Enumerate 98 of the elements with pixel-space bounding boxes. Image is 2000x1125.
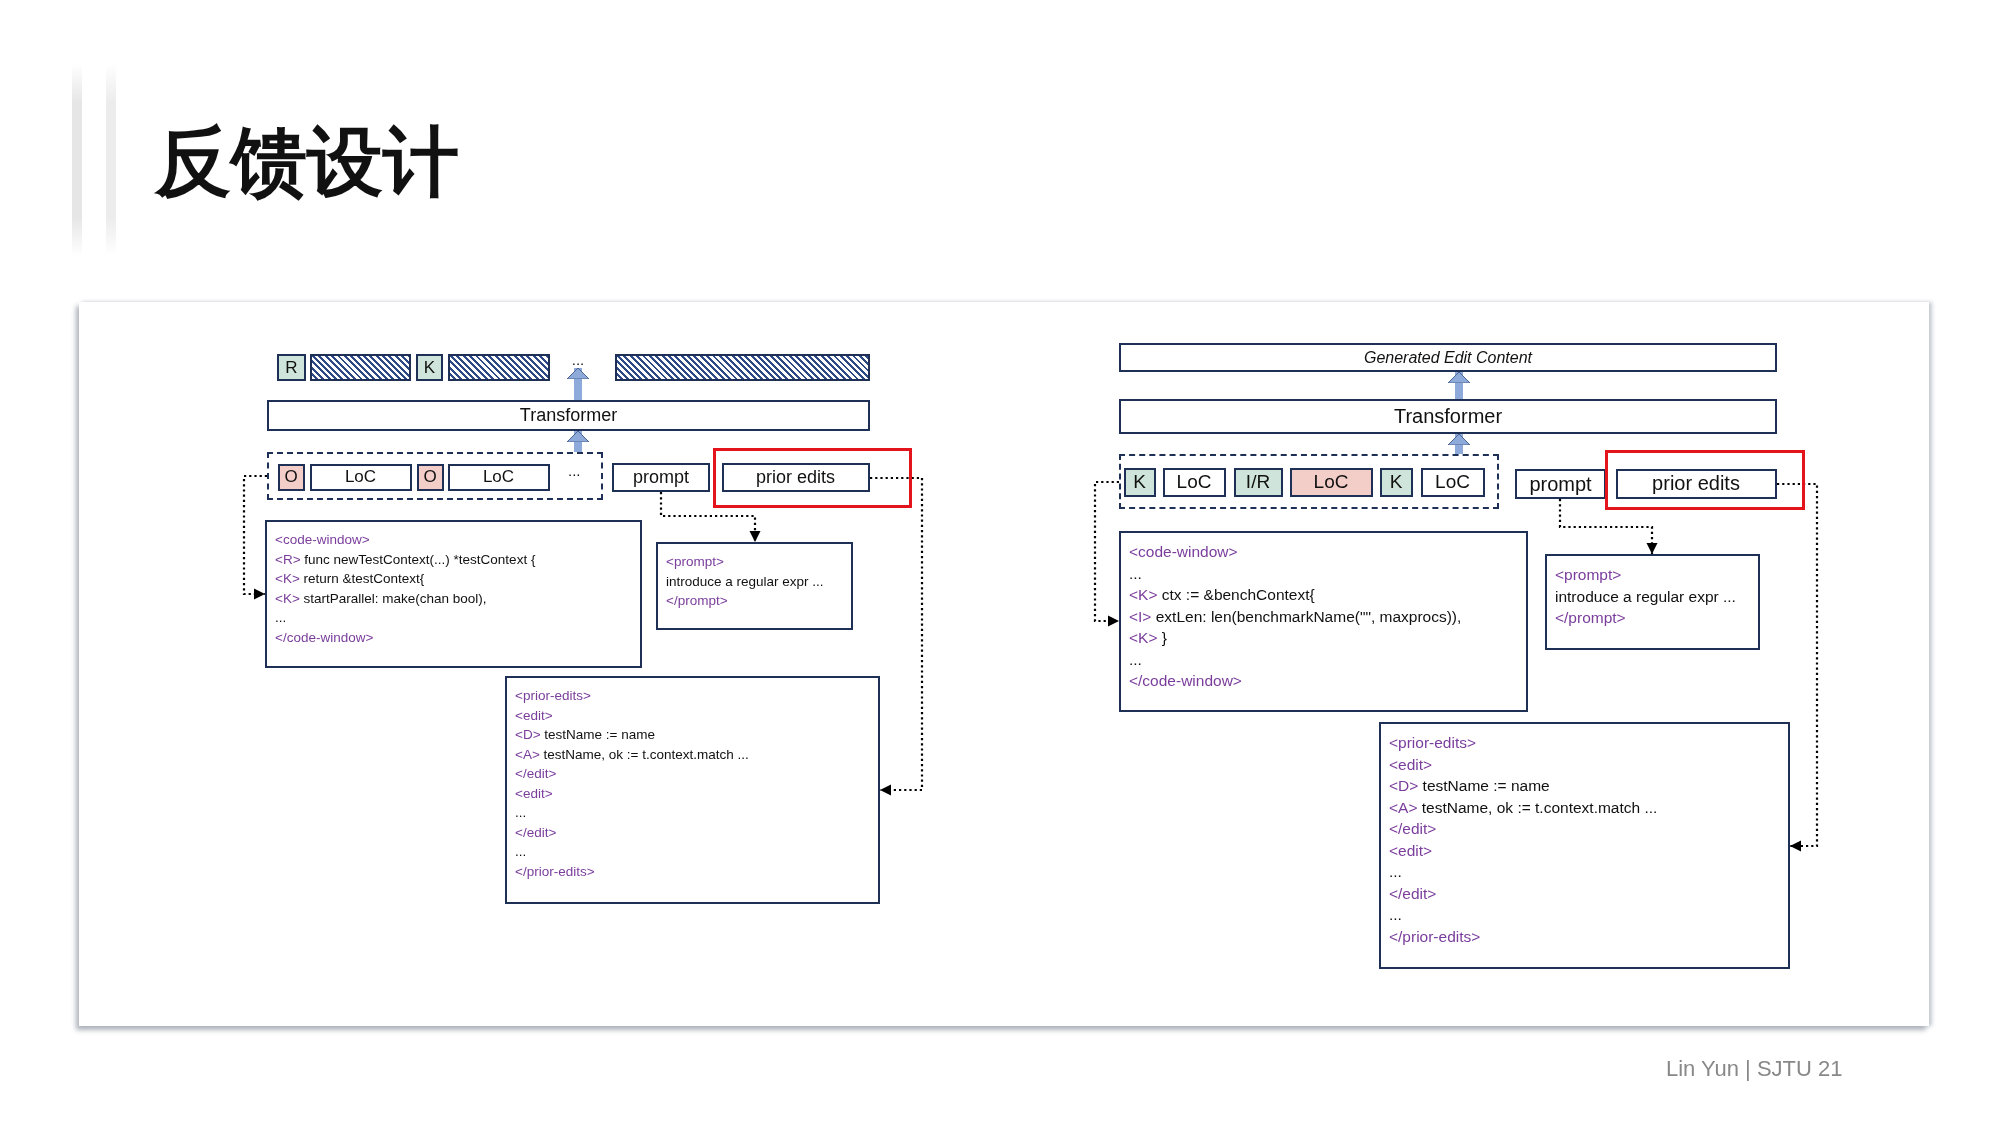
code-line: <edit>: [515, 784, 553, 803]
code-line: ...: [275, 609, 287, 627]
code-line: <code-window>: [275, 531, 370, 549]
dashed-group-box: [267, 452, 603, 500]
token-label: R: [285, 357, 298, 378]
code-line: <D> testName := name: [515, 726, 655, 744]
hatched-bar: [448, 354, 550, 381]
code-line: </prior-edits>: [515, 862, 595, 881]
code-line: </edit>: [1389, 819, 1437, 839]
token-label: LoC: [482, 467, 515, 487]
code-line: ...: [1129, 649, 1142, 670]
token-label: K: [423, 357, 436, 378]
input-box: [612, 463, 710, 492]
box-label: Transformer: [519, 405, 618, 426]
token-box: [416, 354, 443, 381]
code-line: <edit>: [1389, 754, 1433, 775]
code-line: </prompt>: [1555, 608, 1626, 628]
code-line: <prompt>: [1555, 565, 1622, 585]
token-label: LoC: [1435, 471, 1470, 493]
code-line: <edit>: [1389, 840, 1433, 861]
dashed-group-box: [1119, 454, 1499, 509]
block-arrow: [1447, 371, 1471, 399]
block-arrow: [1447, 433, 1471, 454]
token-box: [277, 354, 306, 381]
code-line: </prior-edits>: [1389, 926, 1481, 947]
code-line: ...: [1129, 563, 1142, 584]
code-line: <A> testName, ok := t.context.match ...: [1389, 797, 1658, 818]
code-line: </code-window>: [1129, 671, 1242, 691]
code-line: <I> extLen: len(benchmarkName("", maxprocs)),: [1129, 606, 1462, 627]
transformer-box: [1119, 399, 1777, 434]
prompt-box: [656, 542, 853, 630]
box-label: prior edits: [756, 466, 835, 488]
dotted-arrow: [870, 476, 924, 796]
code-line: <edit>: [515, 706, 553, 725]
input-box: [1515, 469, 1606, 499]
token-label: LoC: [1176, 471, 1212, 493]
code-line: ...: [515, 804, 527, 822]
code-line: <prompt>: [666, 553, 724, 571]
prompt-box: [1545, 554, 1760, 650]
slide-title: 反馈设计: [155, 116, 459, 208]
dotted-arrow: [1777, 482, 1819, 852]
input-box: [1615, 468, 1777, 499]
token-box: [1289, 467, 1373, 497]
code-line: </edit>: [1389, 883, 1437, 904]
dotted-arrow: [1558, 499, 1658, 554]
token-label: O: [423, 467, 437, 487]
box-label: Generated Edit Content: [1363, 348, 1533, 367]
code-line: </code-window>: [275, 628, 374, 647]
output-box: [1119, 343, 1777, 372]
code-line: <R> func newTestContext(...) *testContext {: [275, 550, 536, 569]
code-line: </prompt>: [666, 592, 728, 610]
box-label: prior edits: [1652, 472, 1740, 495]
token-label: LoC: [1313, 471, 1349, 493]
token-label: O: [284, 467, 298, 487]
code-line: introduce a regular expr ...: [666, 572, 824, 591]
code-line: ...: [515, 843, 527, 861]
token-label: LoC: [344, 467, 377, 487]
token-label: I/R: [1245, 471, 1271, 493]
code-line: introduce a regular expr ...: [1555, 586, 1736, 607]
prior-edits-box: [505, 676, 880, 904]
dotted-arrow: [659, 492, 761, 542]
code-line: <K> startParallel: make(chan bool),: [275, 589, 487, 608]
footer-text: Lin Yun | SJTU 21: [1666, 1056, 1843, 1082]
hatched-bar: [615, 354, 870, 381]
highlight-frame: [1605, 450, 1805, 510]
code-line: <K> }: [1129, 628, 1167, 648]
token-box: [1420, 467, 1485, 497]
dotted-arrow: [1093, 480, 1119, 627]
token-box: [1162, 467, 1226, 497]
token-label: K: [1133, 471, 1146, 493]
transformer-box: [267, 400, 870, 431]
code-line: </edit>: [515, 765, 557, 783]
code-line: <K> ctx := &benchContext{: [1129, 585, 1315, 605]
hatched-bar: [310, 354, 411, 381]
code-window-box: [1119, 531, 1528, 712]
highlight-frame: [713, 448, 912, 508]
box-label: prompt: [1529, 472, 1592, 496]
code-line: </edit>: [515, 823, 557, 842]
code-line: <K> return &testContext{: [275, 570, 425, 588]
ellipsis-text: ...: [568, 462, 581, 479]
code-line: <D> testName := name: [1389, 776, 1550, 796]
token-box: [447, 463, 550, 491]
token-label: K: [1389, 471, 1403, 493]
box-label: Transformer: [1393, 405, 1503, 428]
token-box: [309, 463, 412, 491]
code-line: <prior-edits>: [1389, 733, 1476, 753]
prior-edits-box: [1379, 722, 1790, 969]
code-line: <A> testName, ok := t.context.match ...: [515, 745, 749, 764]
box-label: prompt: [633, 467, 689, 488]
code-line: <code-window>: [1129, 542, 1238, 562]
code-line: ...: [1389, 862, 1402, 882]
code-window-box: [265, 520, 642, 668]
input-box: [721, 462, 870, 492]
dotted-arrow: [242, 474, 267, 600]
code-line: <prior-edits>: [515, 687, 591, 705]
code-line: ...: [1389, 905, 1402, 925]
ellipsis-text: ...: [566, 350, 590, 368]
block-arrow: [566, 367, 590, 400]
